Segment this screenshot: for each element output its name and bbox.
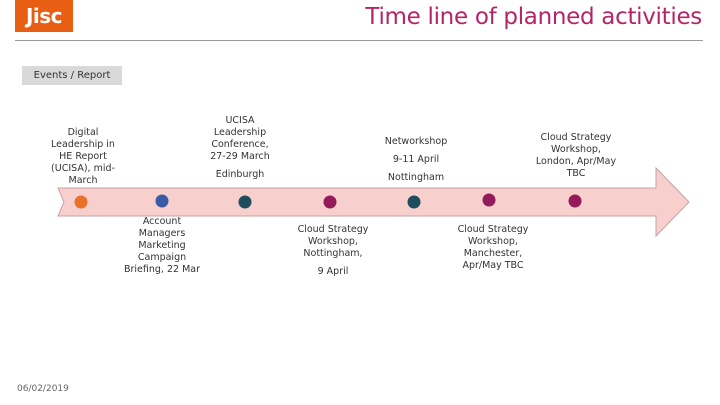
page-title: Time line of planned activities bbox=[365, 4, 702, 30]
event-cloud-workshop-london: Cloud Strategy Workshop, London, Apr/May… bbox=[535, 132, 617, 179]
legend-events-report: Events / Report bbox=[22, 66, 122, 85]
event-cloud-workshop-manchester: Cloud Strategy Workshop, Manchester, Apr… bbox=[457, 224, 529, 271]
header-divider bbox=[15, 40, 703, 41]
timeline-marker bbox=[568, 194, 582, 208]
timeline-marker bbox=[155, 194, 169, 208]
timeline-marker bbox=[74, 195, 88, 209]
timeline-marker bbox=[482, 193, 496, 207]
event-account-managers-briefing: Account Managers Marketing Campaign Brie… bbox=[123, 216, 201, 275]
timeline-marker bbox=[238, 195, 252, 209]
footer-date: 06/02/2019 bbox=[17, 384, 69, 394]
event-digital-leadership-report: Digital Leadership in HE Report (UCISA),… bbox=[51, 127, 115, 186]
jisc-logo: Jisc bbox=[15, 0, 73, 32]
timeline-marker bbox=[323, 195, 337, 209]
timeline-marker bbox=[407, 195, 421, 209]
event-ucisa-conference: UCISA Leadership Conference, 27-29 March… bbox=[210, 115, 270, 180]
event-cloud-workshop-nottingham: Cloud Strategy Workshop, Nottingham, 9 A… bbox=[297, 224, 369, 277]
event-networkshop: Networkshop 9-11 April Nottingham bbox=[384, 136, 448, 183]
timeline-arrow-shape bbox=[57, 166, 690, 238]
